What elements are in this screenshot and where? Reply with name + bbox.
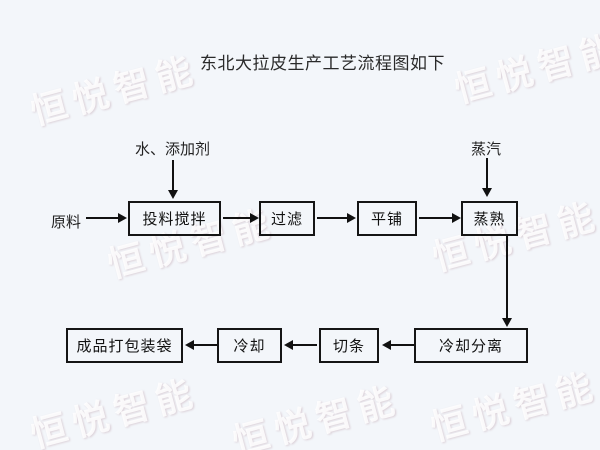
- arrowhead-feed-stir-to-filter: [250, 213, 259, 223]
- watermark-text: 恒悦智能: [450, 27, 600, 111]
- arrowhead-filter-to-spread-flat: [347, 213, 356, 223]
- arrow-cut-strips-to-cool: [293, 344, 317, 346]
- box-feed-stir: 投料搅拌: [128, 201, 221, 236]
- arrowhead-cool-separate-to-cut-strips: [382, 340, 391, 350]
- box-cool-separate: 冷却分离: [414, 328, 528, 363]
- box-filter: 过滤: [259, 201, 315, 236]
- arrow-feed-stir-to-filter: [223, 217, 250, 219]
- label-water-additives: 水、添加剂: [135, 142, 211, 158]
- arrowhead-water-to-feed-stir: [168, 190, 178, 199]
- arrowhead-cool-to-pack-bag: [185, 340, 194, 350]
- arrowhead-steam-cook-to-cool-separate: [502, 318, 512, 327]
- arrow-steam-cook-to-cool-separate: [506, 236, 508, 320]
- arrow-cool-separate-to-cut-strips: [391, 344, 414, 346]
- watermark-text: 恒悦智能: [228, 379, 406, 450]
- label-steam: 蒸汽: [471, 142, 502, 158]
- arrowhead-raw-material-to-feed-stir: [118, 213, 127, 223]
- arrow-steam-to-steam-cook: [486, 158, 488, 189]
- watermark-text: 恒悦智能: [426, 365, 600, 449]
- arrowhead-spread-flat-to-steam-cook: [452, 213, 461, 223]
- watermark-text: 恒悦智能: [26, 372, 204, 450]
- arrow-spread-flat-to-steam-cook: [419, 217, 452, 219]
- box-cut-strips: 切条: [319, 328, 379, 363]
- arrow-water-to-feed-stir: [172, 160, 174, 191]
- page-title: 东北大拉皮生产工艺流程图如下: [200, 54, 445, 73]
- arrowhead-steam-to-steam-cook: [482, 188, 492, 197]
- label-raw-material: 原料: [51, 215, 82, 231]
- box-spread-flat: 平铺: [357, 201, 417, 236]
- arrow-filter-to-spread-flat: [317, 217, 347, 219]
- box-steam-cook: 蒸熟: [461, 201, 518, 236]
- watermark-text: 恒悦智能: [26, 49, 204, 133]
- arrowhead-cut-strips-to-cool: [284, 340, 293, 350]
- arrow-raw-material-to-feed-stir: [86, 217, 118, 219]
- box-pack-bag: 成品打包装袋: [66, 328, 183, 363]
- arrow-cool-to-pack-bag: [194, 344, 217, 346]
- box-cool: 冷却: [217, 328, 282, 363]
